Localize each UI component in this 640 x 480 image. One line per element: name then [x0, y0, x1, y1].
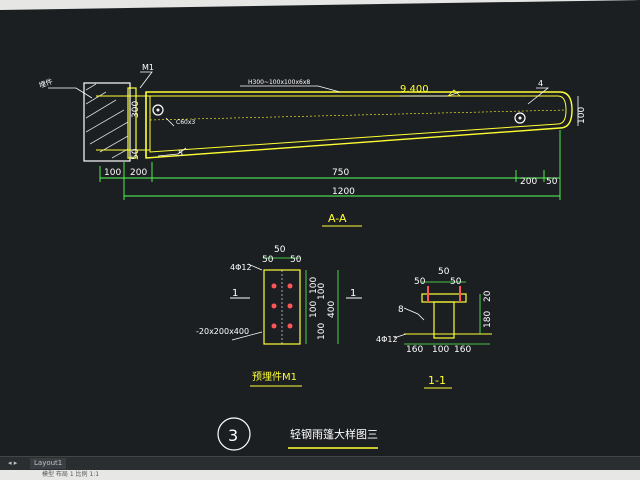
tab-nav-arrows[interactable]: ◂ ▸ [8, 459, 18, 467]
m1-plate [230, 257, 362, 345]
m1-top-50a: 50 [274, 245, 286, 255]
s11-100: 100 [432, 345, 449, 355]
status-text: 模型 布局 1 比例 1:1 [42, 471, 100, 478]
s11-top-50b: 50 [414, 277, 426, 287]
dim-750: 750 [332, 168, 349, 178]
m1-top-50b: 50 [262, 255, 274, 265]
status-bar: 模型 布局 1 比例 1:1 [0, 470, 640, 480]
drawing-title: 轻钢雨篷大样图三 [290, 427, 378, 441]
s11-top-50a: 50 [438, 267, 450, 277]
m1-title: 预埋件M1 [252, 371, 297, 383]
tapered-beam [145, 91, 573, 159]
m1-dim-100c: 100 [317, 283, 327, 300]
m1-bolts: 4Φ12 [230, 263, 252, 272]
wall-embed [83, 82, 150, 162]
m1-mark-left: 1 [232, 288, 238, 299]
m1-dim-100a: 100 [309, 277, 319, 294]
m1-dim-400: 400 [327, 301, 337, 318]
label-5: 5 [178, 149, 183, 158]
dim-200-left: 200 [130, 168, 147, 178]
m1-mark-right: 1 [350, 288, 356, 299]
label-m1: M1 [142, 63, 154, 72]
dim-200-right: 200 [520, 177, 537, 187]
label-50-left: 50 [131, 148, 141, 160]
m1-top-50c: 50 [290, 255, 302, 265]
label-elevation: 9.400 [400, 84, 429, 95]
s11-top-50c: 50 [450, 277, 462, 287]
s11-160a: 160 [406, 345, 423, 355]
tab-layout1[interactable]: Layout1 [30, 458, 67, 469]
layout-tab-bar: ◂ ▸ Layout1 [0, 456, 640, 471]
model-space [0, 0, 640, 460]
dim-100: 100 [104, 168, 121, 178]
dim-1200: 1200 [332, 187, 355, 197]
section-11 [393, 281, 492, 345]
dim-50-right: 50 [546, 177, 558, 187]
label-beam-spec: H300~100x100x6x8 [248, 79, 310, 86]
label-100-right: 100 [577, 107, 587, 124]
dimension-lines [99, 130, 561, 200]
m1-plate-spec: -20x200x400 [196, 327, 249, 336]
label-4-right: 4 [538, 79, 543, 88]
section-aa-title: A-A [328, 212, 347, 225]
s11-160b: 160 [454, 345, 471, 355]
title-number: 3 [228, 426, 238, 445]
s11-20: 20 [483, 290, 493, 302]
m1-dim-100d: 100 [317, 323, 327, 340]
s11-bolts: 4Φ12 [376, 335, 398, 344]
s11-8: 8 [398, 305, 404, 315]
s11-180: 180 [483, 311, 493, 328]
title-circle [217, 417, 251, 451]
m1-dim-100b: 100 [309, 301, 319, 318]
elevation-triangle [447, 89, 461, 97]
drawing-canvas[interactable]: 埋件 M1 H300~100x100x6x8 9.400 4 300 50 C6… [0, 0, 640, 460]
label-300: 300 [131, 101, 141, 118]
label-c60: C60x3 [176, 119, 195, 126]
s11-title: 1-1 [428, 374, 446, 387]
